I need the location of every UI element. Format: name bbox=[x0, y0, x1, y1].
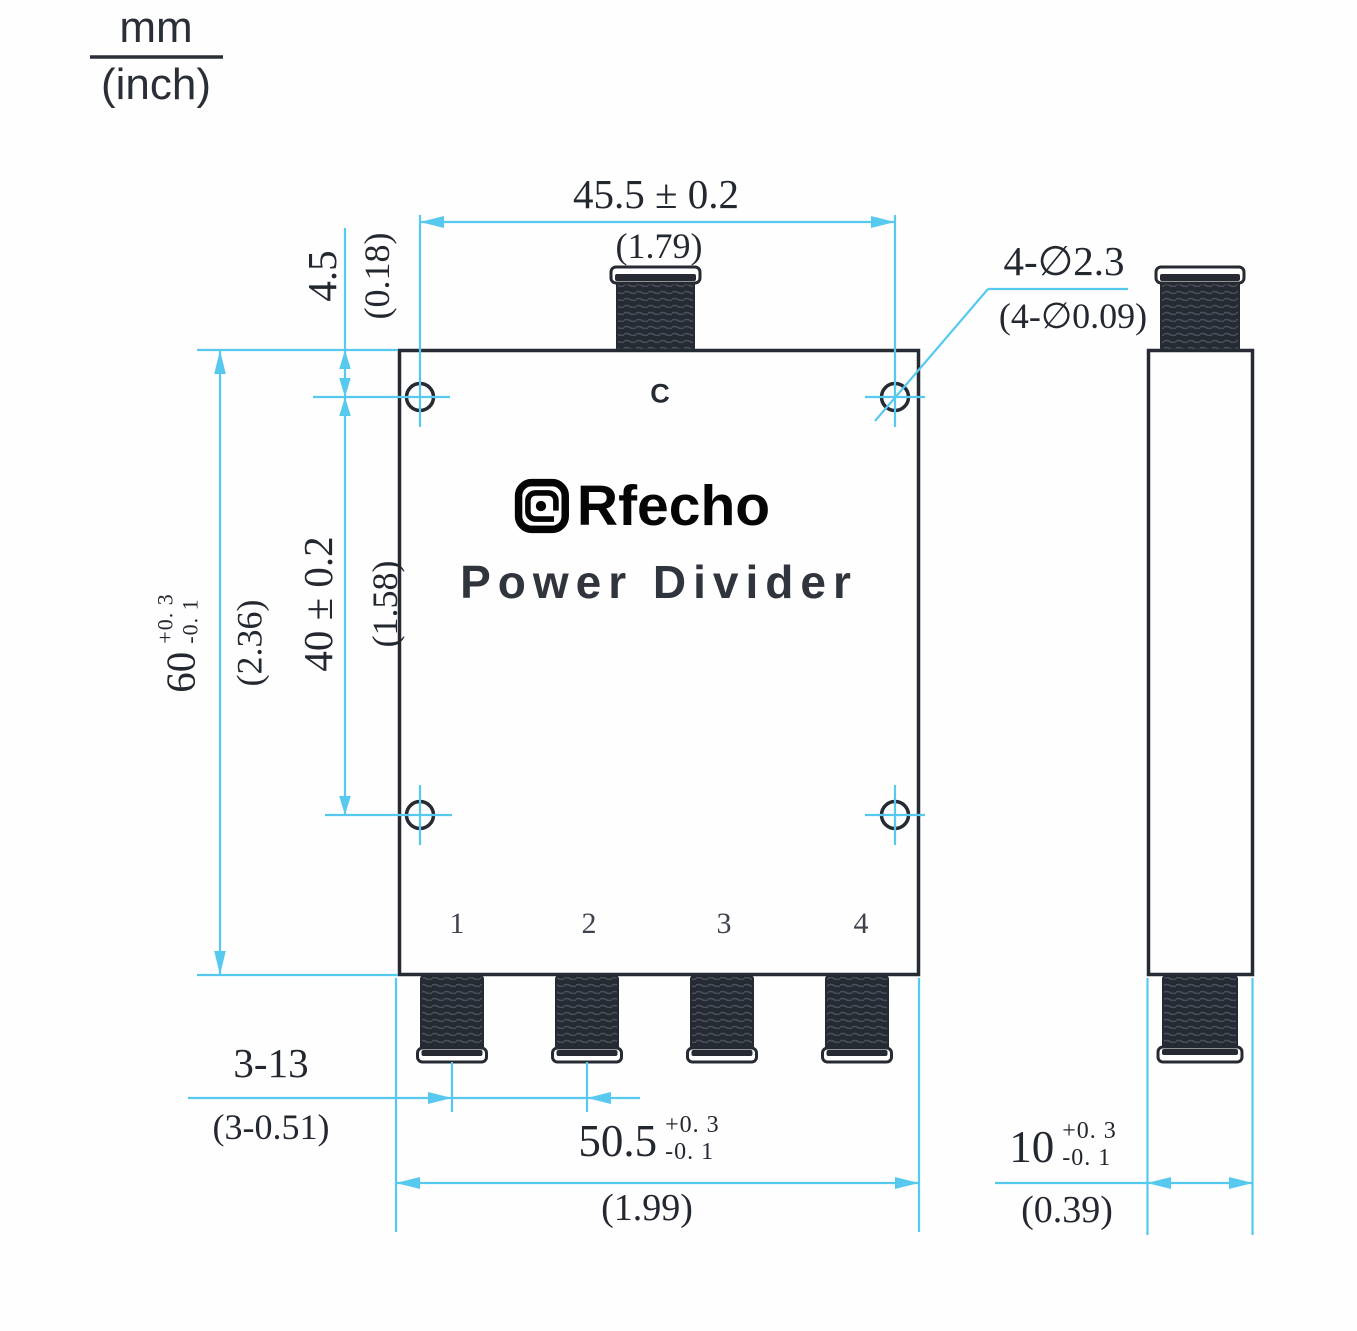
dim-height-lines bbox=[197, 350, 398, 977]
brand-name: Rfecho bbox=[576, 474, 771, 538]
dim-thickness-mm: 10 bbox=[1009, 1122, 1055, 1172]
side-view-connectors bbox=[1154, 265, 1246, 1064]
dim-hole-spacing-inch: (1.58) bbox=[365, 560, 405, 648]
dim-thickness-tolerance: +0. 3 -0. 1 bbox=[1062, 1118, 1117, 1172]
tolerance-minus: -0. 1 bbox=[1062, 1145, 1112, 1171]
port-connector bbox=[686, 975, 758, 1064]
dim-width-bottom: 50.5 +0. 3 -0. 1 bbox=[578, 1112, 720, 1168]
dim-hole-offset-lines bbox=[197, 228, 452, 817]
port-connector bbox=[416, 975, 488, 1064]
dim-thickness: 10 +0. 3 -0. 1 bbox=[1009, 1118, 1117, 1174]
side-view-body bbox=[1146, 348, 1255, 977]
dim-width-bottom-lines bbox=[394, 978, 921, 1232]
tolerance-minus: -0. 1 bbox=[177, 598, 202, 644]
dim-port-pitch-mm: 3-13 bbox=[233, 1040, 309, 1086]
port-label-3: 3 bbox=[716, 907, 732, 940]
tolerance-minus: -0. 1 bbox=[665, 1139, 715, 1165]
front-top-connector bbox=[609, 265, 702, 352]
front-bottom-connectors bbox=[416, 975, 893, 1064]
dim-hole-offset-mm: 4.5 bbox=[299, 250, 345, 302]
dim-port-pitch-inch: (3-0.51) bbox=[212, 1107, 330, 1147]
tolerance-plus: +0. 3 bbox=[152, 593, 178, 644]
rfecho-logo-icon bbox=[514, 478, 570, 534]
dimension-arrowheads bbox=[214, 216, 1253, 1189]
front-view-body bbox=[397, 348, 921, 977]
dim-width-bottom-tolerance: +0. 3 -0. 1 bbox=[665, 1112, 720, 1166]
port-label-1: 1 bbox=[449, 907, 465, 940]
dim-hole-offset: 4.5 (0.18) bbox=[298, 233, 398, 320]
dim-height: 60 +0. 3 -0. 1 (2.36) bbox=[152, 593, 270, 693]
dim-holes-mm: 4-∅2.3 bbox=[1003, 238, 1125, 284]
dim-hole-offset-inch: (0.18) bbox=[357, 232, 397, 320]
dim-thickness-inch: (0.39) bbox=[1021, 1189, 1113, 1231]
port-label-2: 2 bbox=[581, 907, 597, 940]
dim-hole-spacing-mm: 40 ± 0.2 bbox=[295, 536, 341, 672]
dim-port-pitch-lines bbox=[188, 1062, 640, 1112]
tolerance-plus: +0. 3 bbox=[1062, 1118, 1117, 1145]
units-denominator: (inch) bbox=[100, 60, 212, 109]
port-connector bbox=[821, 975, 893, 1064]
dim-height-mm: 60 bbox=[157, 651, 203, 693]
body-marking-c: C bbox=[650, 378, 670, 409]
dim-width-top-mm: 45.5 ± 0.2 bbox=[572, 171, 740, 217]
dim-holes-inch: (4-∅0.09) bbox=[998, 296, 1148, 336]
product-name: Power Divider bbox=[460, 556, 858, 608]
dim-height-inch: (2.36) bbox=[229, 599, 270, 687]
dim-width-top-inch: (1.79) bbox=[615, 226, 703, 266]
brand-logo: Rfecho bbox=[514, 473, 770, 539]
port-label-4: 4 bbox=[853, 907, 869, 940]
dim-height-tolerance: +0. 3 -0. 1 bbox=[152, 593, 202, 644]
dim-width-bottom-inch: (1.99) bbox=[601, 1187, 693, 1229]
dim-hole-spacing: 40 ± 0.2 (1.58) bbox=[294, 536, 406, 671]
holes-callout-leader bbox=[874, 287, 1128, 422]
dimension-lines bbox=[188, 215, 1254, 1235]
dim-thickness-lines bbox=[995, 978, 1254, 1235]
port-connector bbox=[551, 975, 623, 1064]
tolerance-plus: +0. 3 bbox=[665, 1112, 720, 1139]
units-numerator: mm bbox=[119, 3, 193, 52]
dim-width-top-lines bbox=[418, 215, 897, 427]
dim-width-bottom-mm: 50.5 bbox=[578, 1116, 658, 1166]
dim-height-mm-row: 60 +0. 3 -0. 1 bbox=[152, 593, 204, 693]
